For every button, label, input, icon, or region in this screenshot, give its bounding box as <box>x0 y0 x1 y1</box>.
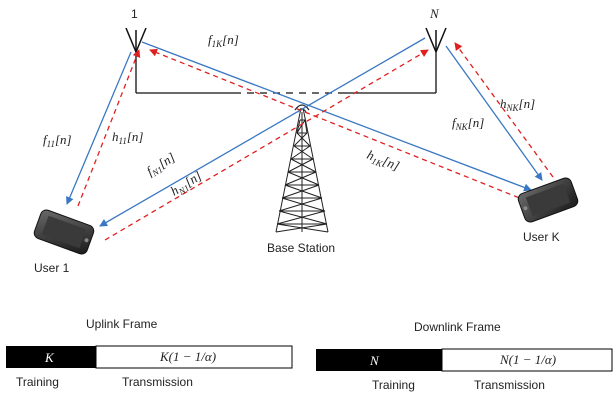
label-f1k: f1K[n] <box>208 32 239 49</box>
uplink-channels <box>77 42 554 241</box>
link-hn1 <box>104 49 429 241</box>
uplink-frame-title: Uplink Frame <box>86 317 158 331</box>
link-hnk <box>454 42 554 178</box>
uplink-transmission-block <box>95 345 293 369</box>
link-h11 <box>77 49 141 207</box>
svg-text:h1K[n]: h1K[n] <box>364 147 402 175</box>
downlink-transmission-label: Transmission <box>474 378 545 392</box>
link-fnk <box>445 45 543 181</box>
uplink-transmission-label: Transmission <box>122 375 193 389</box>
downlink-frame: Downlink Frame N N(1 − 1/α) Training Tra… <box>316 320 613 392</box>
antenna-1-label: 1 <box>131 7 138 21</box>
link-f11 <box>66 51 132 205</box>
antenna-n-label: N <box>429 6 440 21</box>
downlink-transmission-expr: N(1 − 1/α) <box>499 352 556 367</box>
base-station-label: Base Station <box>267 241 335 255</box>
uplink-transmission-expr: K(1 − 1/α) <box>159 349 216 364</box>
user-k-label: User K <box>523 230 560 244</box>
user-1-label: User 1 <box>34 261 70 275</box>
label-h1k: h1K[n] <box>364 147 402 175</box>
label-fnk: fNK[n] <box>452 115 484 132</box>
user-k-phone-icon <box>517 177 579 223</box>
label-f11: f11[n] <box>43 132 72 149</box>
link-h1k <box>149 48 528 202</box>
downlink-training-symbol: N <box>369 353 380 368</box>
svg-text:fNK[n]: fNK[n] <box>452 115 484 132</box>
svg-text:h11[n]: h11[n] <box>112 129 143 146</box>
downlink-frame-title: Downlink Frame <box>414 320 501 334</box>
downlink-training-block <box>316 349 442 371</box>
label-hnk: hNK[n] <box>500 96 535 113</box>
uplink-frame: Uplink Frame K K(1 − 1/α) Training Trans… <box>6 317 293 389</box>
link-fn1 <box>99 37 426 227</box>
svg-text:f11[n]: f11[n] <box>43 132 72 149</box>
svg-text:f1K[n]: f1K[n] <box>208 32 239 49</box>
svg-text:hNK[n]: hNK[n] <box>500 96 535 113</box>
uplink-training-label: Training <box>16 375 59 389</box>
base-station-tower-icon <box>275 104 329 233</box>
antenna-n-icon <box>425 27 447 53</box>
uplink-training-block <box>6 346 96 368</box>
uplink-training-symbol: K <box>44 350 55 365</box>
antenna-1-icon <box>125 27 147 53</box>
downlink-training-label: Training <box>372 378 415 392</box>
user-1-phone-icon <box>33 209 95 255</box>
link-f1k <box>141 41 532 192</box>
downlink-transmission-block <box>441 348 613 372</box>
downlink-channels <box>66 37 543 227</box>
label-fn1: fN1[n] <box>144 150 179 181</box>
label-h11: h11[n] <box>112 129 143 146</box>
svg-text:fN1[n]: fN1[n] <box>144 150 179 181</box>
